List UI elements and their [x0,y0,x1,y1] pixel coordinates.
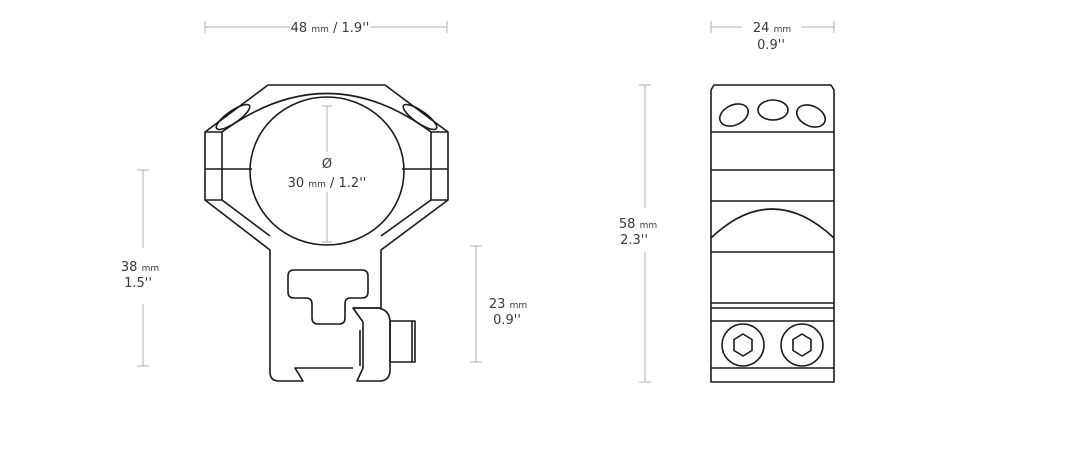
bore-dimension: Ø 30 mm / 1.2'' [288,105,367,243]
height-label-imperial: 1.5'' [124,276,152,291]
bore-label: 30 mm / 1.2'' [288,176,367,191]
ring-lower-bevel [221,199,432,237]
rail-height-dimension: 23 mm 0.9'' [470,245,527,363]
ring-top-arc [221,92,432,133]
front-view: 48 mm / 1.9'' Ø 30 mm / 1.2'' 38 mm 1.5'… [121,21,527,382]
side-height-label-metric: 58 mm [619,217,657,232]
width-dimension: 48 mm / 1.9'' [204,21,448,36]
bolt-left [721,323,765,367]
bolt-right [780,323,824,367]
screw-hole-3 [795,104,827,128]
height-dimension: 38 mm 1.5'' [121,169,159,367]
height-label-metric: 38 mm [121,260,159,275]
screw-hole-2 [757,99,789,121]
clamp-jaw [352,307,391,382]
side-width-label-metric: 24 mm [753,21,791,36]
bore-circle [249,96,405,246]
screw-hole-left [215,103,251,131]
hex-socket-icon [733,333,753,357]
side-height-dimension: 58 mm 2.3'' [619,84,657,383]
rail-height-label-metric: 23 mm [489,297,527,312]
t-slot [287,269,369,325]
rail-height-label-imperial: 0.9'' [493,313,521,328]
side-width-label-imperial: 0.9'' [757,38,785,53]
side-outline [710,84,835,383]
side-view: 24 mm 0.9'' 58 mm 2.3'' [619,21,835,383]
side-height-label-imperial: 2.3'' [620,233,648,248]
diameter-symbol: Ø [322,157,332,172]
hex-socket-icon [792,333,812,357]
side-section-lines [711,131,834,369]
tube-arc [710,208,835,239]
width-label: 48 mm / 1.9'' [291,21,370,36]
screw-hole-right [402,103,438,131]
clamp-knob [389,320,416,363]
screw-hole-1 [718,103,750,127]
side-width-dimension: 24 mm 0.9'' [710,21,835,53]
